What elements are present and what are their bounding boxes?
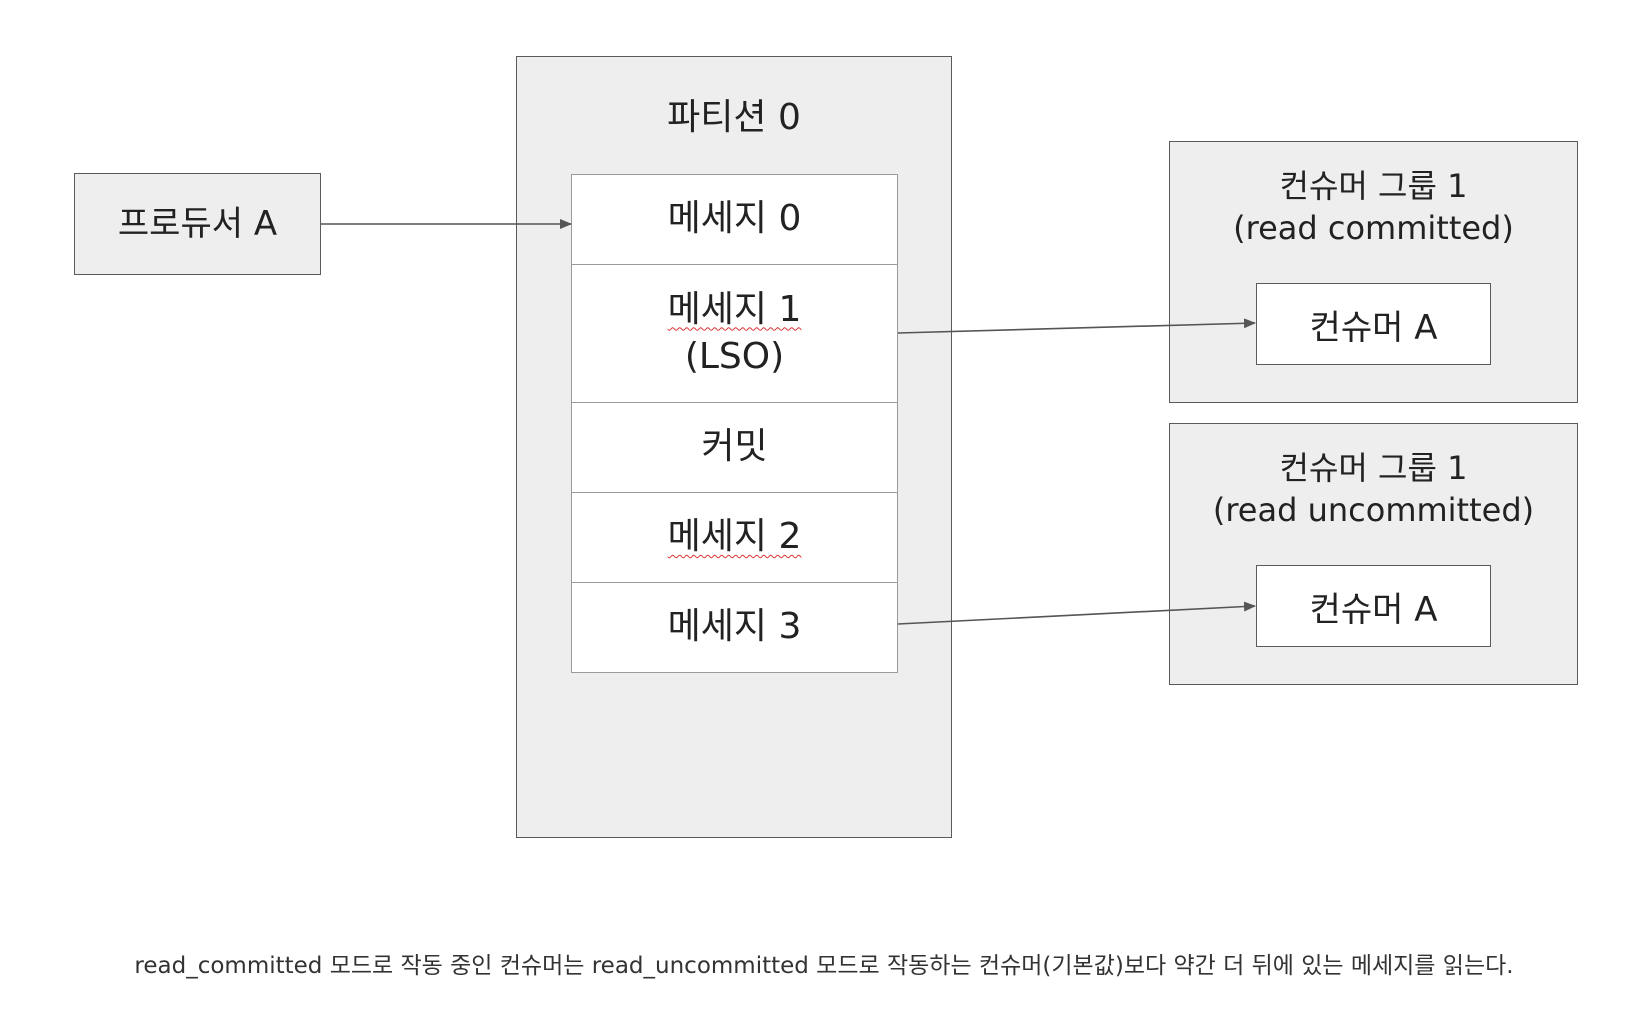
commit-label: 커밋: [701, 426, 768, 468]
message-0: 메세지 0: [572, 175, 897, 265]
partition-title: 파티션 0: [667, 97, 801, 138]
consumer-group-uncommitted: 컨슈머 그룹 1 (read uncommitted) 컨슈머 A: [1169, 423, 1578, 685]
group-committed-title: 컨슈머 그룹 1: [1279, 167, 1468, 205]
consumer-a-uncommitted: 컨슈머 A: [1256, 565, 1491, 647]
message-1-lso: 메세지 1 (LSO): [572, 265, 897, 403]
message-0-label: 메세지 0: [667, 198, 802, 240]
message-1-lso-label: (LSO): [684, 335, 785, 377]
message-2-label: 메세지 2: [667, 516, 802, 558]
producer-label: 프로듀서 A: [117, 203, 278, 244]
consumer-a-committed-label: 컨슈머 A: [1309, 307, 1438, 348]
group-uncommitted-title-block: 컨슈머 그룹 1 (read uncommitted): [1170, 448, 1577, 531]
commit-marker: 커밋: [572, 403, 897, 493]
producer-box: 프로듀서 A: [74, 173, 321, 275]
group-uncommitted-mode: (read uncommitted): [1212, 490, 1535, 529]
group-committed-title-block: 컨슈머 그룹 1 (read committed): [1170, 166, 1577, 249]
message-stack: 메세지 0 메세지 1 (LSO) 커밋 메세지 2 메세지 3: [571, 174, 898, 673]
consumer-a-committed: 컨슈머 A: [1256, 283, 1491, 365]
message-2: 메세지 2: [572, 493, 897, 583]
message-3-label: 메세지 3: [667, 606, 802, 648]
group-committed-mode: (read committed): [1233, 208, 1514, 247]
message-3: 메세지 3: [572, 583, 897, 672]
figure-caption: read_committed 모드로 작동 중인 컨슈머는 read_uncom…: [134, 953, 1514, 979]
consumer-a-uncommitted-label: 컨슈머 A: [1309, 589, 1438, 630]
message-1-label: 메세지 1: [667, 288, 802, 330]
consumer-group-committed: 컨슈머 그룹 1 (read committed) 컨슈머 A: [1169, 141, 1578, 403]
group-uncommitted-title: 컨슈머 그룹 1: [1279, 449, 1468, 487]
